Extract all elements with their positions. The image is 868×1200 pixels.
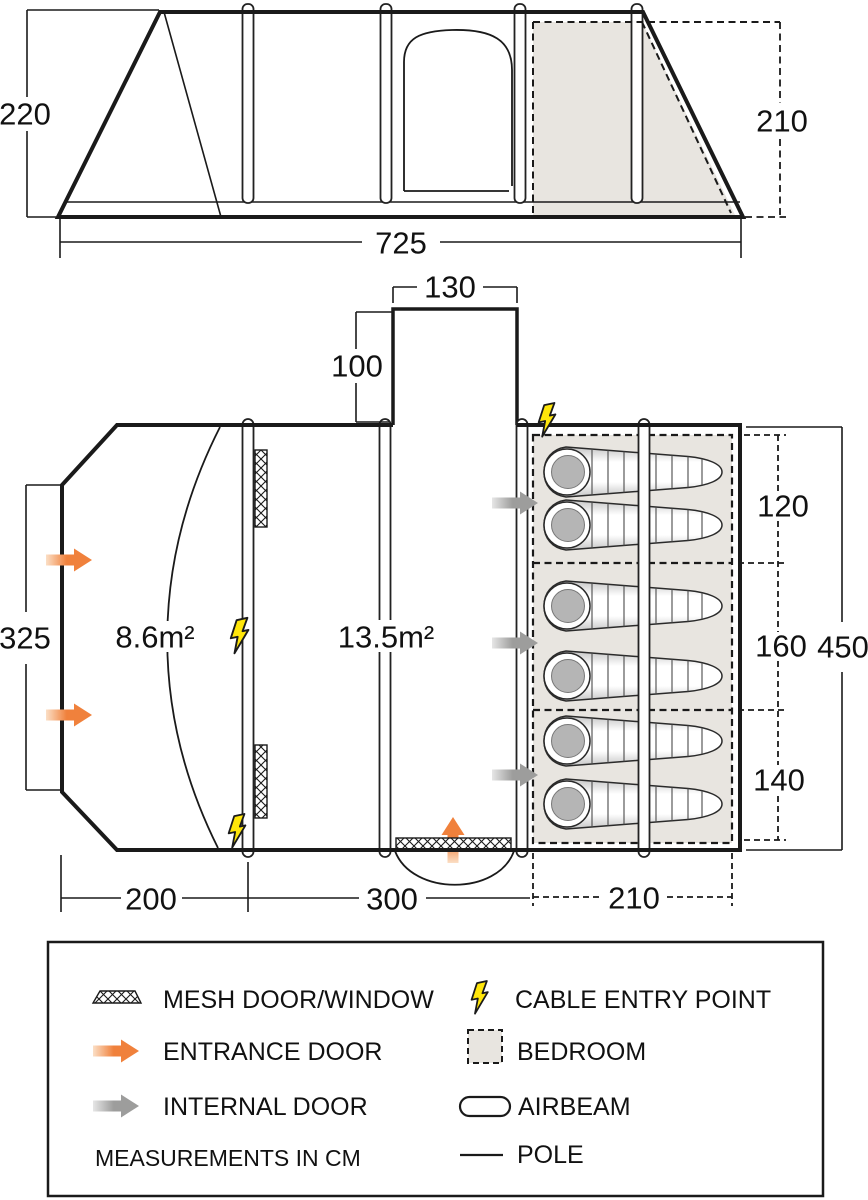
dim-front-length: 200 bbox=[60, 855, 249, 917]
side-door-edge bbox=[163, 11, 222, 218]
dim-label-height-left: 220 bbox=[0, 97, 51, 132]
legend-entrance-label: ENTRANCE DOOR bbox=[163, 1038, 382, 1066]
floor-plan: 8.6m² 13.5m² 130 100 325 bbox=[0, 270, 868, 917]
legend-cable-label: CABLE ENTRY POINT bbox=[515, 986, 771, 1014]
svg-text:300: 300 bbox=[366, 882, 418, 917]
legend-bedroom-label: BEDROOM bbox=[517, 1038, 646, 1066]
mesh-window bbox=[254, 449, 268, 528]
bedroom-dashed-border bbox=[531, 433, 734, 845]
side-view: 220 210 725 bbox=[0, 3, 808, 261]
svg-text:160: 160 bbox=[755, 629, 807, 664]
pole-icon bbox=[379, 3, 393, 204]
side-window bbox=[403, 29, 513, 192]
dim-front-width: 325 bbox=[0, 484, 60, 791]
area-label-front: 8.6m² bbox=[110, 620, 199, 655]
dim-total-width: 725 bbox=[59, 219, 742, 261]
svg-text:130: 130 bbox=[424, 270, 476, 305]
dim-bedroom-width: 210 bbox=[532, 853, 733, 916]
pole-icon bbox=[241, 3, 255, 204]
porch-walls bbox=[391, 307, 519, 425]
area-label-living: 13.5m² bbox=[336, 620, 437, 655]
legend-units-note: MEASUREMENTS IN CM bbox=[95, 1145, 361, 1171]
dim-bed-sections: 120 160 140 bbox=[738, 434, 809, 841]
bedroom-icon bbox=[467, 1029, 503, 1064]
dim-porch-depth: 100 bbox=[331, 311, 392, 423]
porch-fill bbox=[393, 309, 517, 425]
svg-text:100: 100 bbox=[331, 349, 383, 384]
legend-internal-label: INTERNAL DOOR bbox=[163, 1093, 368, 1121]
body-outline bbox=[60, 423, 742, 852]
pole-icon bbox=[637, 418, 651, 858]
mesh-icon bbox=[91, 990, 143, 1004]
dim-height-left: 220 bbox=[0, 9, 159, 218]
dim-living-length: 300 bbox=[248, 882, 530, 917]
legend-airbeam-label: AIRBEAM bbox=[518, 1093, 631, 1121]
pole-icon bbox=[630, 3, 644, 204]
porch-door-arc bbox=[394, 850, 515, 886]
dim-porch-width: 130 bbox=[392, 270, 518, 305]
svg-text:450: 450 bbox=[817, 630, 868, 665]
legend: MESH DOOR/WINDOW CABLE ENTRY POINT ENTRA… bbox=[46, 940, 825, 1198]
side-bedroom-dashed bbox=[532, 21, 780, 215]
svg-text:325: 325 bbox=[0, 621, 51, 656]
dim-bedroom-length: 450 bbox=[746, 426, 868, 851]
dim-label-height-right: 210 bbox=[756, 104, 808, 139]
dim-label-total-width: 725 bbox=[375, 226, 427, 261]
legend-pole-label: POLE bbox=[517, 1141, 584, 1169]
dim-height-right: 210 bbox=[745, 22, 808, 218]
svg-text:13.5m²: 13.5m² bbox=[338, 620, 434, 655]
svg-text:120: 120 bbox=[757, 489, 809, 524]
svg-text:200: 200 bbox=[125, 882, 177, 917]
mesh-window bbox=[254, 744, 268, 819]
airbeam-icon bbox=[458, 1095, 512, 1118]
tent-profile-outline bbox=[54, 10, 747, 219]
pole-icon bbox=[513, 3, 527, 204]
legend-mesh-label: MESH DOOR/WINDOW bbox=[163, 986, 434, 1014]
legend-box bbox=[46, 940, 825, 1198]
svg-text:210: 210 bbox=[608, 881, 660, 916]
svg-text:140: 140 bbox=[753, 763, 805, 798]
svg-text:8.6m²: 8.6m² bbox=[115, 620, 194, 655]
